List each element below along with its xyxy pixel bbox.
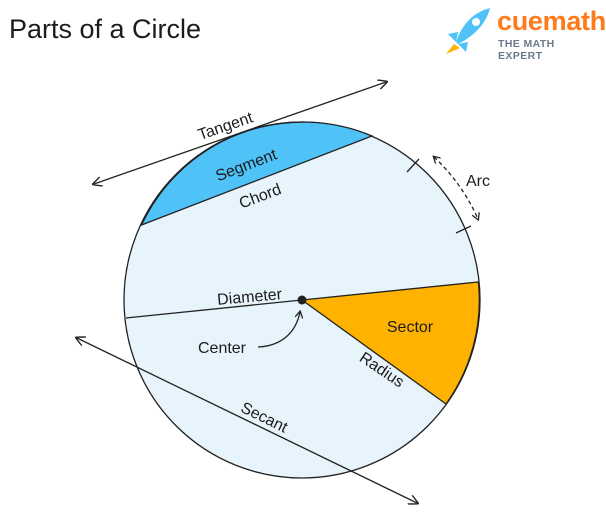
diameter-line xyxy=(125,299,303,319)
arc-tick-bottom xyxy=(455,225,472,234)
arc-indicator-arrow xyxy=(434,157,478,219)
brand-name: cuemath xyxy=(497,6,606,36)
arc-tick-top xyxy=(406,158,420,173)
arc-label: Arc xyxy=(466,173,490,190)
center-pointer-arrow xyxy=(257,312,300,348)
tangent-line xyxy=(94,82,386,184)
center-point xyxy=(297,295,307,305)
page-title: Parts of a Circle xyxy=(9,14,202,44)
center-label: Center xyxy=(198,340,247,357)
brand-logo[interactable]: cuemath THE MATH EXPERT xyxy=(440,4,606,62)
rocket-icon xyxy=(446,8,490,54)
secant-line xyxy=(77,338,417,503)
brand-tagline: THE MATH EXPERT xyxy=(498,38,555,62)
diameter-label: Diameter xyxy=(217,286,284,309)
sector-label: Sector xyxy=(387,319,434,336)
